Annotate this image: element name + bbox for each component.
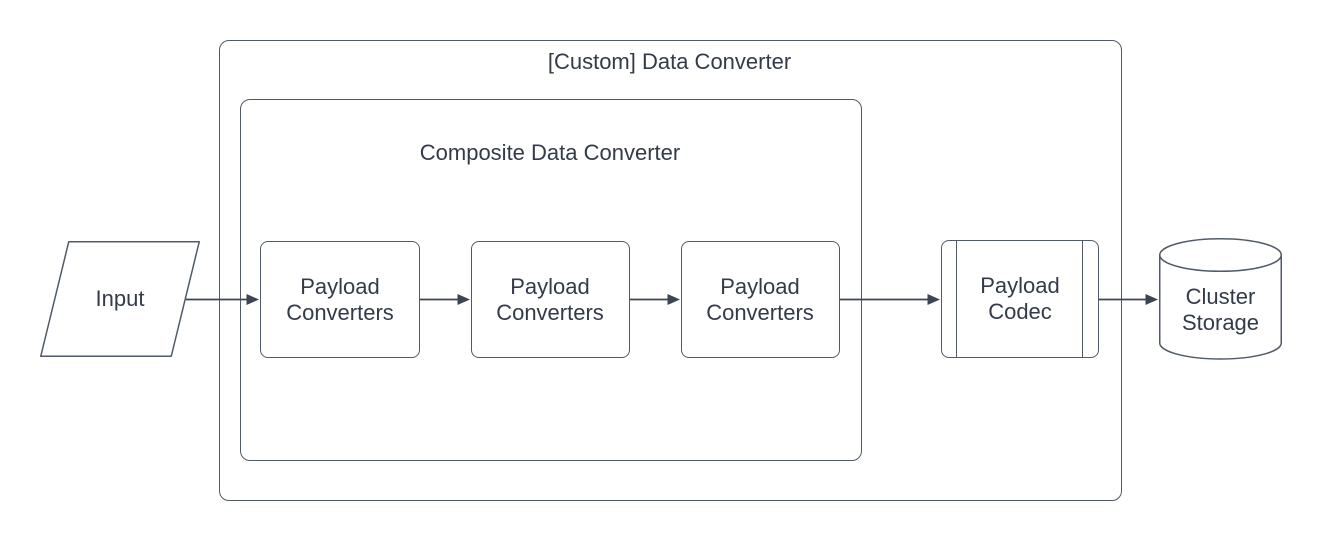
custom-data-converter-label: [Custom] Data Converter [547,49,792,74]
node-input-label: Input [95,286,145,311]
node-payload-codec-label: Payload Codec [980,273,1060,324]
composite-data-converter-label: Composite Data Converter [419,140,681,165]
node-payload-converters-1-label: Payload Converters [286,273,394,325]
node-cluster-storage-label: Cluster Storage [1181,284,1260,335]
node-input: Input [40,241,200,357]
node-payload-converters-3-label: Payload Converters [706,273,814,325]
cylinder-shape [1159,238,1282,360]
node-payload-converters-3: Payload Converters [680,241,840,358]
node-payload-codec: Payload Codec [941,240,1099,358]
node-payload-converters-2: Payload Converters [470,241,630,358]
codec-right-bar [1081,241,1083,357]
group-custom-data-converter [219,40,1122,501]
node-payload-converters-2-label: Payload Converters [496,273,604,325]
parallelogram-shape [40,241,200,357]
node-payload-converters-1: Payload Converters [260,241,420,358]
node-cluster-storage: Cluster Storage [1159,238,1282,360]
codec-left-bar [956,241,957,357]
group-composite-data-converter [240,99,862,461]
